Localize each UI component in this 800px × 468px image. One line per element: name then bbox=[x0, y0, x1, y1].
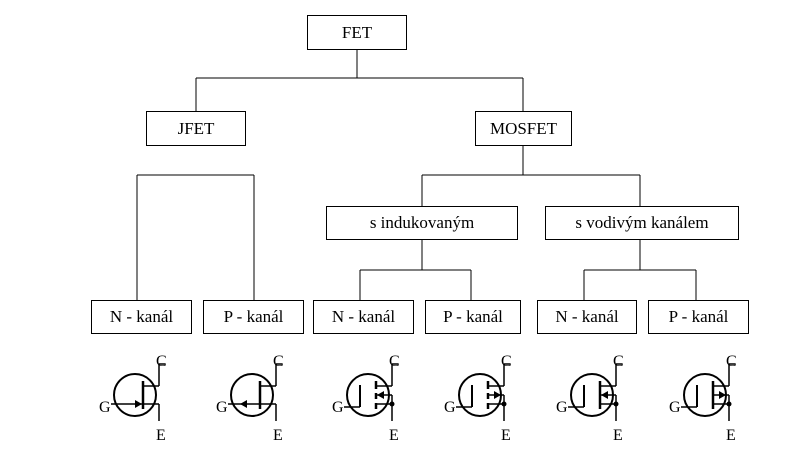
emitter-label: E bbox=[389, 427, 399, 444]
junction-dot bbox=[613, 401, 619, 407]
emitter-label: E bbox=[613, 427, 623, 444]
induced-p-channel-box: P - kanál bbox=[425, 300, 521, 334]
gate-arrow bbox=[135, 400, 142, 408]
gate-arrow bbox=[240, 400, 247, 408]
transistor-symbols: G C E G C E G C E G C E G C E G C E bbox=[99, 353, 737, 444]
gate-label: G bbox=[669, 399, 681, 416]
gate-label: G bbox=[216, 399, 228, 416]
collector-label: C bbox=[726, 353, 737, 370]
collector-label: C bbox=[273, 353, 284, 370]
collector-label: C bbox=[156, 353, 167, 370]
junction-dot bbox=[501, 401, 507, 407]
collector-label: C bbox=[613, 353, 624, 370]
mosfet-box: MOSFET bbox=[475, 111, 572, 146]
collector-label: C bbox=[501, 353, 512, 370]
substrate-arrow bbox=[601, 391, 608, 399]
gate-label: G bbox=[444, 399, 456, 416]
emitter-label: E bbox=[156, 427, 166, 444]
gate-label: G bbox=[556, 399, 568, 416]
emitter-label: E bbox=[726, 427, 736, 444]
gate-label: G bbox=[332, 399, 344, 416]
transistor-circle bbox=[113, 373, 157, 417]
induced-n-channel-box: N - kanál bbox=[313, 300, 414, 334]
mosfet-depletion-n-channel-symbol: G C E bbox=[556, 353, 624, 444]
mosfet-enhancement-n-channel-symbol: G C E bbox=[332, 353, 400, 444]
conductive-n-channel-box: N - kanál bbox=[537, 300, 637, 334]
jfet-box: JFET bbox=[146, 111, 246, 146]
conductive-channel-box: s vodivým kanálem bbox=[545, 206, 739, 240]
induced-channel-box: s indukovaným bbox=[326, 206, 518, 240]
jfet-p-channel-symbol: G C E bbox=[216, 353, 284, 444]
substrate-arrow bbox=[494, 391, 501, 399]
fet-root-box: FET bbox=[307, 15, 407, 50]
jfet-p-channel-box: P - kanál bbox=[203, 300, 304, 334]
mosfet-enhancement-p-channel-symbol: G C E bbox=[444, 353, 512, 444]
gate-label: G bbox=[99, 399, 111, 416]
mosfet-depletion-p-channel-symbol: G C E bbox=[669, 353, 737, 444]
junction-dot bbox=[389, 401, 395, 407]
emitter-label: E bbox=[273, 427, 283, 444]
jfet-n-channel-symbol: G C E bbox=[99, 353, 167, 444]
collector-label: C bbox=[389, 353, 400, 370]
connector-lines bbox=[136, 49, 697, 300]
emitter-label: E bbox=[501, 427, 511, 444]
jfet-n-channel-box: N - kanál bbox=[91, 300, 192, 334]
conductive-p-channel-box: P - kanál bbox=[648, 300, 749, 334]
transistor-circle bbox=[230, 373, 274, 417]
substrate-arrow bbox=[719, 391, 726, 399]
substrate-arrow bbox=[377, 391, 384, 399]
junction-dot bbox=[726, 401, 732, 407]
